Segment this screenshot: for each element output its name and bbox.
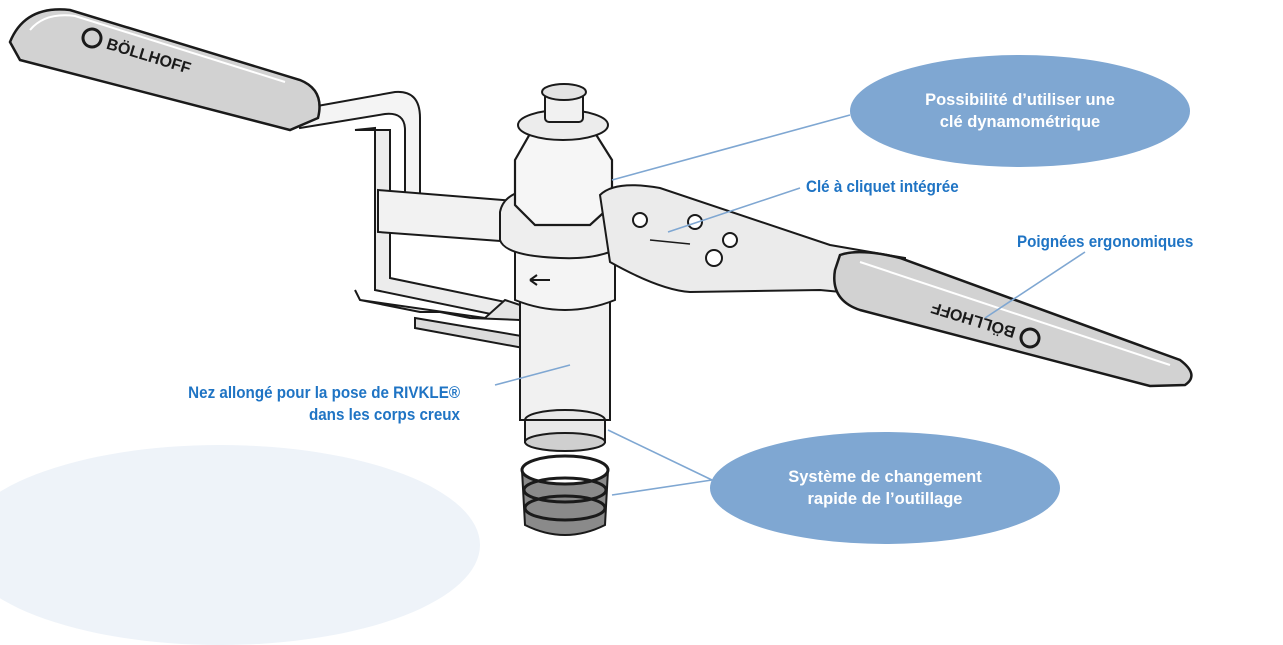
right-grip	[833, 250, 1193, 388]
tool-illustration: BÖLLHOFF BÖLLHOFF	[8, 8, 1193, 536]
leader-torque	[611, 114, 851, 181]
callout-quick-change: Système de changement rapide de l’outill…	[710, 432, 1060, 544]
nose-ring-2	[524, 432, 606, 452]
boellhoff-logo-icon	[81, 27, 103, 49]
leader-handles	[984, 251, 1086, 319]
arrow-mark	[529, 274, 550, 286]
leader-ratchet	[667, 187, 801, 233]
leader-quick-1	[607, 429, 713, 481]
body-shaft	[519, 289, 611, 421]
leader-nose	[494, 364, 571, 386]
boellhoff-logo-icon	[1019, 327, 1041, 349]
callout-nose: Nez allongé pour la pose de RIVKLE® dans…	[188, 384, 460, 424]
callout-handles: Poignées ergonomiques	[1017, 233, 1194, 251]
leader-lines	[494, 114, 1086, 496]
callout-torque-wrench-text: Possibilité d’utiliser une clé dynamomét…	[925, 91, 1115, 131]
callout-ratchet: Clé à cliquet intégrée	[806, 178, 959, 196]
callout-torque-wrench: Possibilité d’utiliser une clé dynamomét…	[850, 55, 1190, 167]
left-grip	[8, 8, 321, 132]
callout-quick-change-text: Système de changement rapide de l’outill…	[788, 468, 982, 508]
leader-quick-2	[611, 479, 713, 496]
